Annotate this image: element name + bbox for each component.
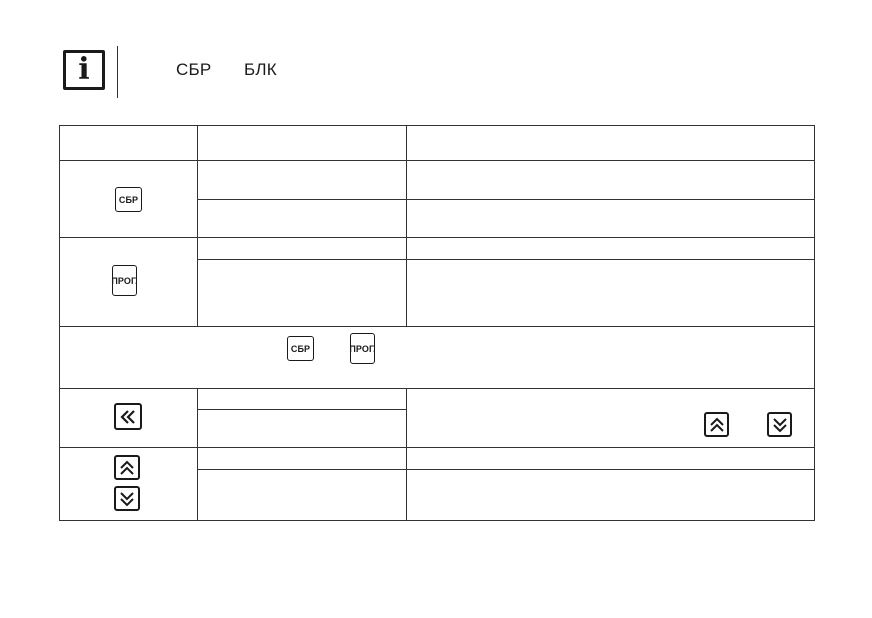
header-label-reset: СБР (176, 60, 212, 79)
subrow-separator (197, 469, 815, 470)
row-separator (59, 160, 815, 161)
subrow-separator (197, 409, 406, 410)
column-separator (197, 388, 198, 521)
double-chevron-down-icon (114, 486, 140, 511)
table-border-left (59, 125, 60, 521)
double-chevron-left-icon (114, 403, 142, 430)
reset-key: СБР (115, 187, 142, 212)
double-chevron-down-icon (767, 412, 792, 437)
table-border-top (59, 125, 815, 126)
column-separator (406, 125, 407, 326)
double-chevron-up-icon (704, 412, 729, 437)
info-icon: i (63, 50, 105, 90)
header-label-lock: БЛК (244, 60, 277, 79)
table-border-right (814, 125, 815, 521)
program-key-inline: ПРОГ. (349, 333, 376, 364)
row-separator (59, 388, 815, 389)
double-chevron-up-icon (114, 455, 140, 480)
subrow-separator (197, 259, 815, 260)
table-border-bottom (59, 520, 815, 521)
subrow-separator (197, 199, 815, 200)
column-separator (406, 388, 407, 521)
header-divider (117, 46, 118, 98)
reset-key-inline: СБР (287, 336, 314, 361)
row-separator (59, 326, 815, 327)
program-key: ПРОГ. (111, 265, 138, 296)
row-separator (59, 237, 815, 238)
row-separator (59, 447, 815, 448)
column-separator (197, 125, 198, 326)
